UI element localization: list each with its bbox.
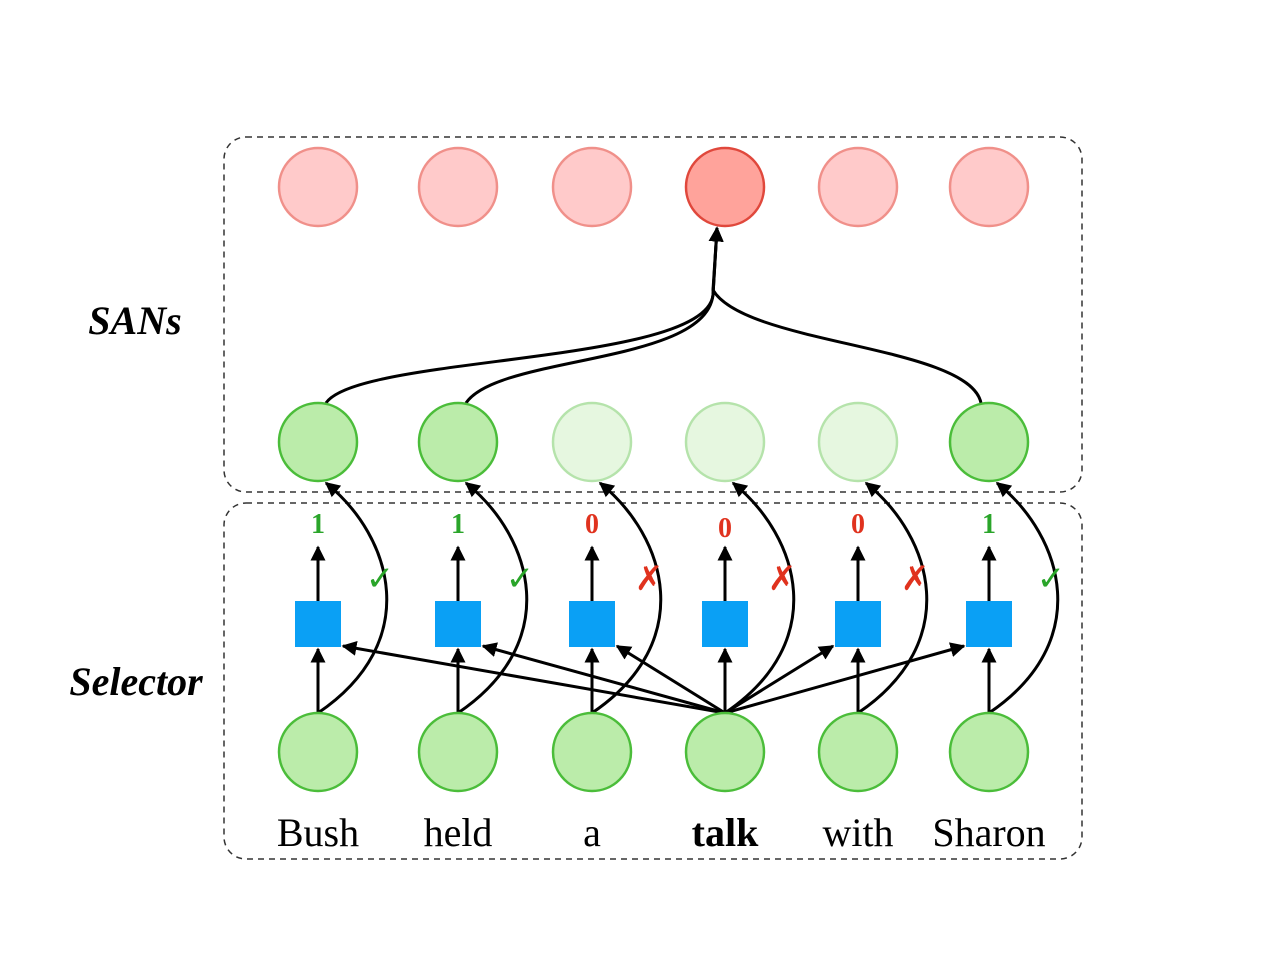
query-output-node — [684, 146, 766, 228]
selected-word-node — [417, 401, 499, 483]
word-token: a — [583, 810, 601, 855]
san-output-node — [551, 146, 633, 228]
query-to-selector-edge — [724, 644, 835, 715]
attention-edge — [464, 226, 724, 404]
input-word-node — [684, 711, 766, 793]
selection-curve — [857, 481, 929, 715]
selection-curve — [988, 481, 1060, 715]
selector-unit — [569, 601, 615, 647]
word-token: with — [822, 810, 893, 855]
query-to-selector-edge — [481, 642, 726, 715]
cross-icon: ✗ — [768, 559, 797, 599]
check-icon: ✓ — [1037, 559, 1066, 599]
selector-unit — [435, 601, 481, 647]
nodes-layer — [277, 146, 1030, 793]
input-word-node — [417, 711, 499, 793]
selector-unit — [966, 601, 1012, 647]
input-word-node — [817, 711, 899, 793]
selection-curve — [591, 481, 663, 715]
check-icon: ✓ — [366, 559, 395, 599]
query-to-selector-edge — [341, 640, 726, 715]
input-word-node — [948, 711, 1030, 793]
san-output-node — [417, 146, 499, 228]
selection-curve — [457, 481, 529, 715]
sans-label: SANs — [88, 298, 181, 343]
selection-curve — [724, 481, 796, 715]
query-word: talk — [692, 810, 759, 855]
gate-value: 1 — [982, 509, 996, 540]
unselected-word-node — [551, 401, 633, 483]
selected-word-node — [948, 401, 1030, 483]
check-icon: ✓ — [506, 559, 535, 599]
selected-word-node — [277, 401, 359, 483]
san-output-node — [948, 146, 1030, 228]
unselected-word-node — [684, 401, 766, 483]
query-to-selector-edge — [615, 644, 726, 715]
san-output-node — [277, 146, 359, 228]
word-token: held — [424, 810, 493, 855]
gate-value: 1 — [311, 509, 325, 540]
gate-value: 0 — [718, 513, 732, 544]
attention-edge — [708, 226, 983, 404]
gate-value: 0 — [851, 509, 865, 540]
labels-layer: 1 ✓ Bush 1 ✓ held 0 ✗ a 0 ✗ talk 0 ✗ with 1 ✓ Sharon — [277, 509, 1065, 855]
attention-edge — [324, 226, 724, 404]
gate-value: 1 — [451, 509, 465, 540]
selector-panel — [223, 502, 1083, 860]
selector-label: Selector — [69, 659, 203, 704]
query-to-selector-edge — [724, 642, 966, 715]
selector-unit — [702, 601, 748, 647]
word-token: Bush — [277, 810, 359, 855]
cross-icon: ✗ — [635, 559, 664, 599]
selector-unit — [835, 601, 881, 647]
selection-curve — [317, 481, 389, 715]
unselected-word-node — [817, 401, 899, 483]
sans-panel — [223, 136, 1083, 493]
word-token: Sharon — [932, 810, 1045, 855]
san-output-node — [817, 146, 899, 228]
input-word-node — [551, 711, 633, 793]
input-word-node — [277, 711, 359, 793]
edges-layer — [310, 226, 1060, 715]
selector-unit — [295, 601, 341, 647]
cross-icon: ✗ — [901, 559, 930, 599]
gate-value: 0 — [585, 509, 599, 540]
